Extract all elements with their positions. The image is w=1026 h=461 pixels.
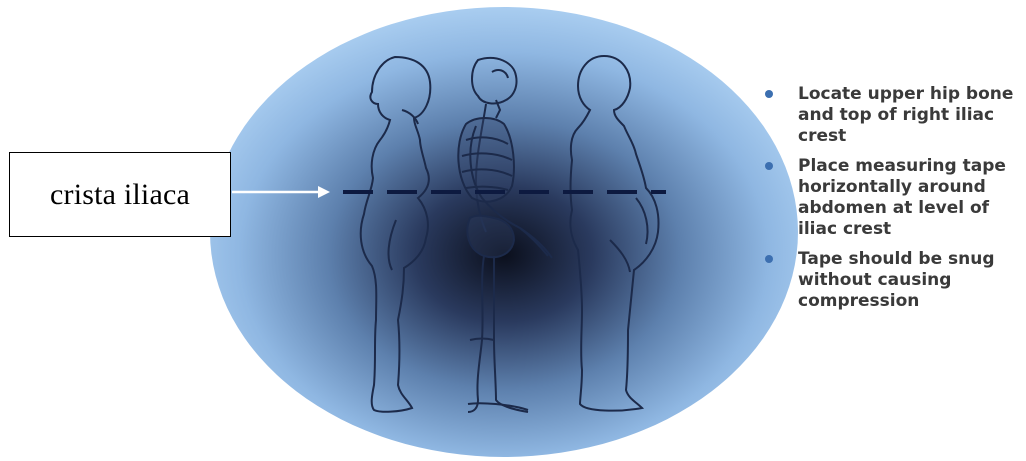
crista-iliaca-label-box: crista iliaca [9,152,231,237]
instruction-text-1: Locate upper hip bone and top of right i… [798,84,1013,146]
instruction-item-1: Locate upper hip bone and top of right i… [762,84,1024,147]
crista-iliaca-label: crista iliaca [50,178,190,212]
instruction-item-2: Place measuring tape horizontally around… [762,156,1024,240]
bullet-dot-icon [765,255,773,263]
instruction-text-3: Tape should be snug without causing comp… [798,249,995,311]
instruction-item-3: Tape should be snug without causing comp… [762,249,1024,312]
bullet-dot-icon [765,90,773,98]
bullet-dot-icon [765,162,773,170]
instruction-list: Locate upper hip bone and top of right i… [762,84,1024,321]
instruction-text-2: Place measuring tape horizontally around… [798,156,1006,239]
